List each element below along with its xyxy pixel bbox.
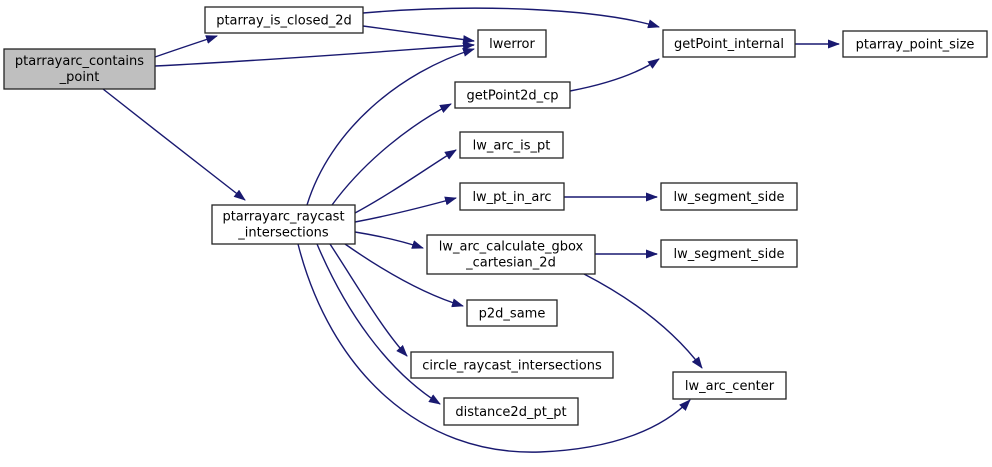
node-lw-arc-center-box <box>672 371 787 400</box>
node-lw-pt-in-arc-box <box>459 182 565 211</box>
node-ptarrayarc-contains-point: ptarrayarc_contains_point <box>3 48 156 90</box>
node-lwerror[interactable]: lwerror <box>477 29 547 58</box>
node-lw-arc-calculate-gbox-cartesian-2d-box <box>426 234 596 275</box>
node-ptarray-point-size-box <box>842 30 988 58</box>
node-lw-pt-in-arc-label: lw_pt_in_arc <box>472 190 551 205</box>
node-lw-arc-is-pt[interactable]: lw_arc_is_pt <box>459 131 564 159</box>
node-ptarray-point-size-label: ptarray_point_size <box>856 38 975 53</box>
edge-ptarrayarc-raycast-intersections--distance2d-pt-pt <box>316 243 441 405</box>
node-lw-segment-side-a[interactable]: lw_segment_side <box>660 182 798 211</box>
node-lw-segment-side-b-label: lw_segment_side <box>674 247 785 262</box>
node-ptarrayarc-raycast-intersections-label: ptarrayarc_raycast_intersections <box>222 210 344 241</box>
node-ptarray-is-closed-2d-box <box>204 6 364 34</box>
node-getpoint2d-cp-label: getPoint2d_cp <box>466 89 558 104</box>
edge-ptarrayarc-raycast-intersections--lw-arc-is-pt <box>354 149 457 214</box>
node-lw-segment-side-b[interactable]: lw_segment_side <box>660 239 798 268</box>
node-lw-arc-center[interactable]: lw_arc_center <box>672 371 787 400</box>
node-lw-segment-side-a-label: lw_segment_side <box>674 190 785 205</box>
node-lw-arc-calculate-gbox-cartesian-2d[interactable]: lw_arc_calculate_gbox_cartesian_2d <box>426 234 596 275</box>
node-lw-arc-center-label: lw_arc_center <box>685 379 775 394</box>
node-distance2d-pt-pt-label: distance2d_pt_pt <box>455 405 566 420</box>
node-lw-segment-side-a-box <box>660 182 798 211</box>
node-getpoint-internal[interactable]: getPoint_internal <box>662 29 796 58</box>
edge-ptarrayarc-raycast-intersections--lw-arc-calculate-gbox-cartesian-2d <box>354 231 424 249</box>
node-ptarrayarc-raycast-intersections[interactable]: ptarrayarc_raycast_intersections <box>211 204 356 245</box>
node-lw-arc-calculate-gbox-cartesian-2d-label: lw_arc_calculate_gbox_cartesian_2d <box>439 240 584 271</box>
node-ptarrayarc-raycast-intersections-box <box>211 204 356 245</box>
node-ptarrayarc-contains-point-label: ptarrayarc_contains_point <box>15 54 144 85</box>
node-getpoint2d-cp[interactable]: getPoint2d_cp <box>454 81 571 109</box>
edge-ptarray-is-closed-2d--lwerror <box>362 25 475 44</box>
node-p2d-same-label: p2d_same <box>479 307 546 322</box>
node-distance2d-pt-pt[interactable]: distance2d_pt_pt <box>443 397 579 426</box>
node-distance2d-pt-pt-box <box>443 397 579 426</box>
node-lw-segment-side-b-box <box>660 239 798 268</box>
edge-ptarrayarc-contains-point--lwerror <box>154 41 475 67</box>
edge-ptarrayarc-raycast-intersections--lw-pt-in-arc <box>354 196 457 223</box>
node-ptarray-is-closed-2d[interactable]: ptarray_is_closed_2d <box>204 6 364 34</box>
node-lw-arc-is-pt-label: lw_arc_is_pt <box>473 139 551 154</box>
node-lwerror-label: lwerror <box>489 37 535 52</box>
node-circle-raycast-intersections-box <box>410 351 614 379</box>
edge-ptarrayarc-raycast-intersections--lwerror <box>306 47 475 206</box>
node-ptarray-point-size[interactable]: ptarray_point_size <box>842 30 988 58</box>
edge-ptarrayarc-raycast-intersections--getpoint2d-cp <box>331 103 452 206</box>
edge-ptarray-is-closed-2d--getpoint-internal <box>362 7 660 29</box>
node-lw-pt-in-arc[interactable]: lw_pt_in_arc <box>459 182 565 211</box>
node-ptarrayarc-contains-point-box <box>3 48 156 90</box>
edge-lw-arc-calculate-gbox-cartesian-2d--lw-arc-center <box>583 273 703 369</box>
node-circle-raycast-intersections[interactable]: circle_raycast_intersections <box>410 351 614 379</box>
node-lw-arc-is-pt-box <box>459 131 564 159</box>
node-ptarray-is-closed-2d-label: ptarray_is_closed_2d <box>216 14 352 29</box>
node-p2d-same[interactable]: p2d_same <box>466 299 558 327</box>
node-getpoint-internal-box <box>662 29 796 58</box>
node-circle-raycast-intersections-label: circle_raycast_intersections <box>422 359 602 374</box>
edge-ptarrayarc-raycast-intersections--p2d-same <box>344 243 464 308</box>
edge-ptarrayarc-contains-point--ptarray-is-closed-2d <box>154 35 218 58</box>
edge-ptarrayarc-contains-point--ptarrayarc-raycast-intersections <box>102 88 246 201</box>
edge-ptarrayarc-raycast-intersections--circle-raycast-intersections <box>329 243 408 357</box>
edge-ptarrayarc-raycast-intersections--lw-arc-center <box>297 243 691 453</box>
edge-getpoint2d-cp--getpoint-internal <box>569 58 660 92</box>
node-lwerror-box <box>477 29 547 58</box>
node-getpoint2d-cp-box <box>454 81 571 109</box>
node-getpoint-internal-label: getPoint_internal <box>674 37 784 52</box>
node-p2d-same-box <box>466 299 558 327</box>
